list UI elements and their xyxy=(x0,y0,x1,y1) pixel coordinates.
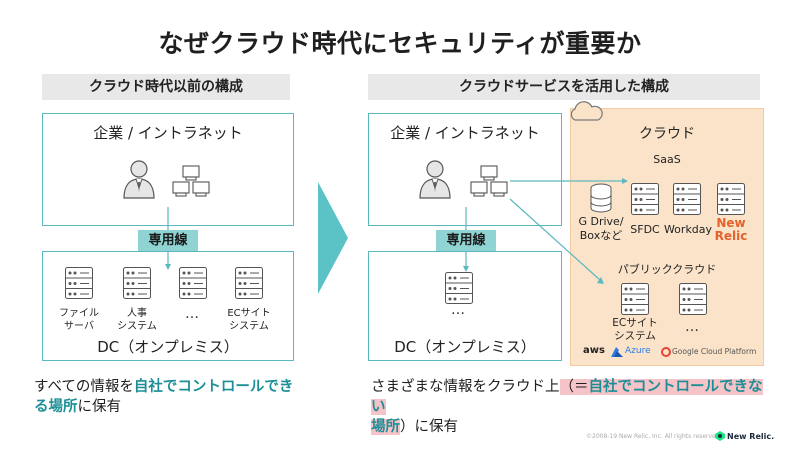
left-leased-line-label: 専用線 xyxy=(138,230,198,252)
left-intranet-box: 企業 / イントラネット xyxy=(42,113,294,226)
cloud-label: クラウド xyxy=(639,126,695,142)
transition-arrow-icon xyxy=(318,182,348,294)
page-title: なぜクラウド時代にセキュリティが重要か xyxy=(158,29,642,58)
azure-logo: Azure xyxy=(625,346,651,356)
public-cloud-label: パブリッククラウド xyxy=(617,263,717,276)
dc-ellipsis: … xyxy=(451,302,467,318)
right-conclusion: さまざまな情報をクラウド上（＝自社でコントロールできない場所）に保有 xyxy=(371,379,763,435)
right-dc-box: … DC（オンプレミス） xyxy=(368,251,562,361)
cloud-area: クラウド SaaS G Drive/ Boxなど SFDC Workday Ne… xyxy=(570,108,764,366)
cloud-ellipsis: … xyxy=(685,319,701,335)
left-section-title: クラウド時代以前の構成 xyxy=(42,74,290,100)
newrelic-brand: New Relic. xyxy=(727,432,775,441)
ec-cloud-label: ECサイトシステム xyxy=(612,317,658,342)
file-server-label: ファイルサーバ xyxy=(59,308,99,332)
right-dc-label: DC（オンプレミス） xyxy=(394,338,536,356)
hr-system-label: 人事システム xyxy=(117,308,157,332)
right-leased-line-label: 専用線 xyxy=(436,230,496,252)
newrelic-logo-icon xyxy=(715,431,725,441)
left-conclusion: すべての情報を自社でコントロールできる場所に保有 xyxy=(34,379,294,415)
left-dc-label: DC（オンプレミス） xyxy=(97,338,239,356)
ec-system-label: ECサイトシステム xyxy=(227,308,271,332)
copyright: ©2008-19 New Relic, Inc. All rights rese… xyxy=(586,433,720,440)
sfdc-label: SFDC xyxy=(630,223,660,236)
newrelic-label: New Relic xyxy=(714,216,748,243)
gcp-icon xyxy=(661,347,671,357)
left-intranet-label: 企業 / イントラネット xyxy=(93,124,243,142)
right-intranet-label: 企業 / イントラネット xyxy=(390,124,540,142)
saas-label: SaaS xyxy=(653,153,681,166)
right-section-title: クラウドサービスを活用した構成 xyxy=(368,74,760,100)
gdrive-label: G Drive/ Boxなど xyxy=(578,215,624,242)
right-intranet-box: 企業 / イントラネット xyxy=(368,113,562,226)
azure-icon xyxy=(611,347,623,357)
ellipsis: … xyxy=(185,306,201,322)
cloud-icon xyxy=(570,101,603,121)
workday-label: Workday xyxy=(663,223,713,236)
aws-logo: aws xyxy=(583,345,605,356)
gcp-logo: Google Cloud Platform xyxy=(672,347,757,356)
storage-icon xyxy=(590,183,612,213)
